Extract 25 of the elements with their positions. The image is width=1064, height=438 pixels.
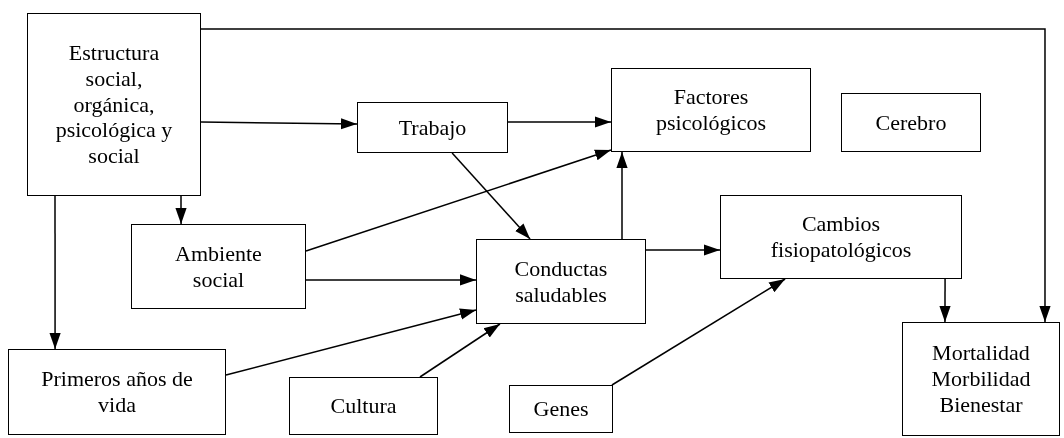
arrow	[616, 151, 628, 240]
text-box: Cerebro	[841, 93, 981, 152]
text-box: Genes	[509, 385, 613, 433]
arrow	[200, 28, 1051, 323]
arrow	[419, 323, 501, 378]
arrow	[305, 149, 612, 252]
text-box: Trabajo	[357, 102, 508, 153]
text-box: Conductas saludables	[476, 239, 646, 324]
arrow	[451, 152, 531, 240]
text-box: Ambiente social	[131, 224, 306, 309]
text-box: Factores psicológicos	[611, 68, 811, 152]
arrow	[507, 116, 612, 128]
arrow	[175, 195, 187, 225]
arrow	[305, 274, 477, 286]
text-box: Primeros años de vida	[8, 349, 226, 435]
text-box: Cultura	[289, 377, 438, 435]
arrow	[645, 244, 721, 256]
arrow	[225, 308, 477, 376]
arrow	[611, 278, 786, 386]
text-box: Cambios fisiopatológicos	[720, 195, 962, 279]
arrow	[49, 195, 61, 350]
text-box: Estructura social, orgánica, psicológica y social	[27, 13, 201, 196]
text-box: Mortalidad Morbilidad Bienestar	[902, 322, 1060, 436]
arrow	[939, 278, 951, 323]
arrow	[200, 118, 358, 130]
